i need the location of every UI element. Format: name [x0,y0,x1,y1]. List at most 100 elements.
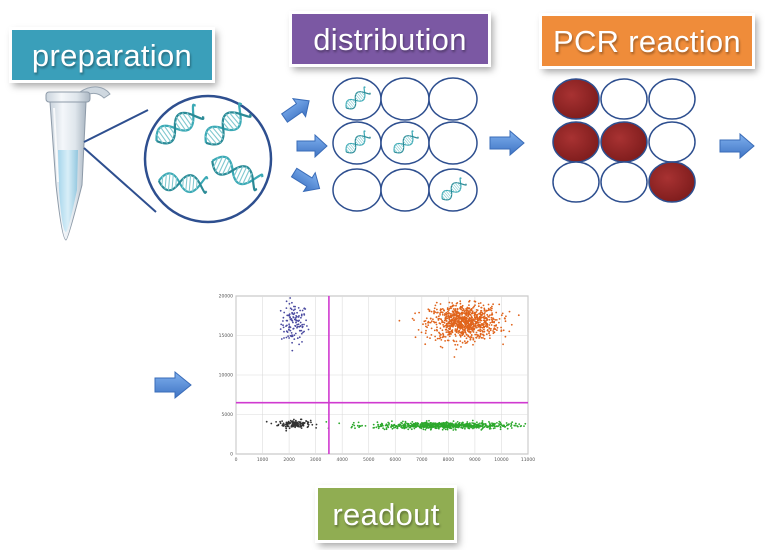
scatter-point [285,330,288,333]
scatter-point [452,324,454,326]
scatter-point [298,325,301,328]
scatter-point [498,303,501,306]
scatter-point [442,324,444,326]
scatter-point [292,321,294,324]
scatter-point [450,330,453,333]
scatter-point [446,428,449,431]
scatter-point [481,326,484,329]
scatter-point [461,334,464,337]
scatter-point [504,317,506,320]
negative-partition [552,161,600,203]
scatter-point [401,425,403,427]
scatter-point [455,340,458,343]
x-tick-label: 1000 [257,457,269,463]
scatter-point [458,318,461,320]
scatter-point [441,321,443,324]
scatter-point [479,422,481,425]
scatter-point [294,421,296,424]
scatter-point [489,427,492,430]
scatter-point [419,423,422,425]
scatter-point [281,424,284,426]
scatter-point [440,333,442,336]
scatter-point [461,318,464,320]
scatter-point [455,304,457,307]
scatter-point [307,423,310,426]
scatter-point [279,328,282,330]
scatter-point [435,321,437,324]
scatter-point [464,427,466,430]
scatter-point [282,320,284,322]
scatter-point [487,315,489,318]
scatter-point [305,420,307,422]
scatter-point [283,337,285,339]
scatter-point [448,322,450,325]
scatter-point [505,315,507,318]
scatter-point [468,304,470,306]
scatter-point [441,308,444,310]
pcr-partition-grid [552,78,696,203]
scatter-point [465,313,467,316]
arrow-icon [489,129,525,157]
scatter-point [448,301,451,304]
scatter-point [485,333,488,336]
scatter-point [296,311,298,314]
scatter-point [420,427,423,430]
scatter-point [470,334,473,337]
scatter-point [475,331,478,334]
scatter-point [393,423,396,426]
positive-partition [552,121,600,163]
scatter-point [297,323,300,326]
scatter-point [445,313,448,316]
scatter-point [417,425,419,428]
scatter-point [474,316,476,319]
scatter-point [500,330,503,332]
scatter-point [409,426,412,429]
scatter-point [488,314,491,317]
scatter-point [494,422,496,425]
scatter-point [423,426,426,428]
scatter-point [291,311,293,314]
scatter-point [376,421,379,424]
scatter-point [465,309,467,312]
partition-droplet [428,77,478,121]
scatter-point [488,332,490,335]
scatter-point [465,341,468,344]
scatter-point [478,337,480,339]
y-tick-label: 0 [230,452,233,458]
scatter-point [280,323,283,326]
scatter-point [424,332,427,335]
scatter-point [447,312,450,314]
scatter-point [475,322,478,325]
scatter-point [288,427,291,430]
scatter-point [350,426,353,429]
scatter-point [451,302,454,304]
y-tick-label: 5000 [222,412,234,418]
scatter-point [301,341,303,343]
scatter-point [461,312,464,315]
scatter-point [519,425,522,428]
scatter-point [434,304,437,307]
scatter-point [491,318,493,321]
scatter-point [449,319,452,322]
scatter-point [468,330,471,333]
scatter-point [471,419,474,422]
scatter-point [465,337,468,340]
scatter-point [483,337,486,340]
scatter-point [284,425,287,428]
scatter-point [430,424,433,427]
scatter-point [481,420,484,422]
x-tick-label: 10000 [494,457,508,463]
scatter-point [413,427,416,430]
scatter-point [427,324,430,326]
scatter-point [466,330,469,332]
scatter-point [424,428,427,431]
partition-droplet [332,168,382,212]
scatter-point [455,425,458,428]
scatter-point [435,316,438,318]
scatter-point [403,423,406,426]
scatter-point [471,316,473,319]
scatter-point [270,422,273,425]
scatter-point [395,425,398,427]
scatter-point [430,334,433,336]
scatter-point [414,336,417,339]
